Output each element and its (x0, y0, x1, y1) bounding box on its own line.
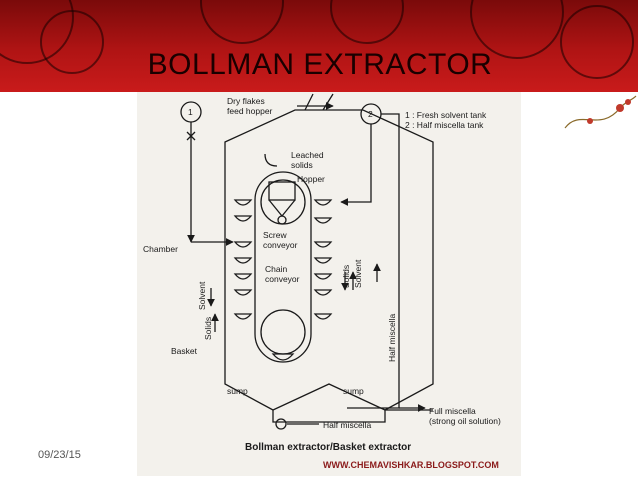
full-miscella-label-1: Full miscella (429, 406, 476, 416)
tank-2-label: 2 (368, 109, 373, 119)
solids-left-label: Solids (203, 317, 213, 340)
full-miscella-label-2: (strong oil solution) (429, 416, 501, 426)
solvent-left-label: Solvent (197, 281, 207, 310)
chain-label-1: Chain (265, 264, 287, 274)
hopper (268, 181, 296, 201)
bottom-sprocket (260, 309, 306, 355)
swirl-ornament (330, 0, 404, 44)
right-baskets (313, 199, 333, 320)
solvent-right-label: Solvent (353, 259, 363, 288)
top-sprocket (260, 179, 306, 225)
solids-right-label: Solids (341, 265, 351, 288)
leached-label-2: solids (291, 160, 313, 170)
half-miscella-bottom-label: Half miscella (323, 420, 371, 430)
sump-right-label: sump (343, 386, 364, 396)
leached-label-1: Leached (291, 150, 324, 160)
feed-hopper (304, 93, 334, 111)
header-banner (0, 0, 638, 92)
legend-half-miscella: 2 : Half miscella tank (405, 120, 484, 130)
slide-date: 09/23/15 (38, 449, 81, 461)
hopper-label: Hopper (297, 174, 325, 184)
floral-ornament (564, 95, 637, 129)
extractor-vessel (224, 109, 434, 411)
swirl-ornament (560, 5, 634, 79)
sump-left-label: sump (227, 386, 248, 396)
feed-label-2: feed hopper (227, 106, 273, 116)
source-watermark: WWW.CHEMAVISHKAR.BLOGSPOT.COM (323, 460, 499, 470)
swirl-ornament (200, 0, 284, 44)
feed-label-1: Dry flakes (227, 96, 265, 106)
screw-label-2: conveyor (263, 240, 298, 250)
left-baskets (233, 199, 253, 320)
diagram-caption: Bollman extractor/Basket extractor (245, 442, 411, 453)
bollman-extractor-diagram: 1 2 1 : Fresh solvent tank 2 : Half misc… (143, 93, 501, 470)
screw-label-1: Screw (263, 230, 287, 240)
swirl-ornament (40, 10, 104, 74)
pump-icon (275, 418, 287, 430)
chain-conveyor (254, 171, 312, 363)
screw-conveyor (277, 215, 287, 225)
tank-1-label: 1 (188, 107, 193, 117)
basket-label: Basket (171, 346, 198, 356)
chain-label-2: conveyor (265, 274, 300, 284)
legend-fresh-solvent: 1 : Fresh solvent tank (405, 110, 487, 120)
slide-title: BOLLMAN EXTRACTOR (147, 48, 493, 81)
chamber-label: Chamber (143, 244, 178, 254)
half-miscella-vertical-label: Half miscella (387, 314, 397, 362)
diagram-image: 1 2 1 : Fresh solvent tank 2 : Half misc… (137, 92, 521, 476)
